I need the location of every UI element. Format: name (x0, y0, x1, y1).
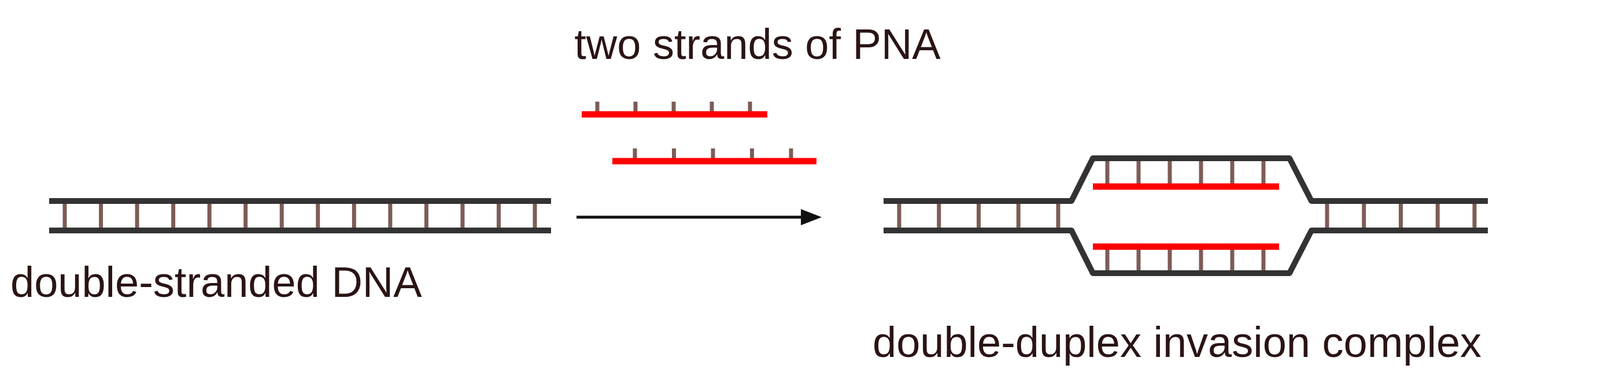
label: double-stranded DNA (10, 261, 423, 305)
dna-strand (883, 230, 1488, 274)
base-pair (1199, 160, 1204, 184)
arrow-shaft (576, 216, 807, 220)
base-pair (533, 203, 538, 229)
base-pair (135, 203, 140, 229)
pna-strand (1092, 244, 1280, 251)
base-pair (1261, 160, 1266, 184)
arrow-head (800, 209, 822, 226)
dna-strands (49, 158, 1488, 274)
base-pair (1168, 160, 1173, 184)
base-pair (63, 203, 68, 229)
dna-strand (49, 198, 552, 205)
base-pair (1230, 160, 1235, 184)
pna-strand (612, 158, 817, 165)
base-pair (352, 203, 357, 229)
dna-strand (49, 227, 552, 234)
base-pair (1136, 160, 1141, 184)
pna-strand (1092, 183, 1280, 191)
base-pair (460, 203, 465, 229)
base-pair (496, 203, 501, 229)
base-pair (1398, 203, 1403, 229)
label: two strands of PNA (574, 23, 941, 66)
reaction-arrow (576, 209, 822, 226)
pna-strands (581, 114, 1280, 247)
base-pair (1361, 203, 1366, 229)
base-pair (1261, 249, 1266, 272)
base-pair (279, 203, 284, 229)
base-pair (1472, 203, 1477, 229)
base-pair (1230, 249, 1235, 272)
base-pair (424, 203, 429, 229)
base-pair (388, 203, 393, 229)
base-pair (171, 203, 176, 229)
label: double-duplex invasion complex (872, 321, 1482, 365)
base-pair (243, 203, 248, 229)
base-pair (897, 203, 902, 229)
base-pair (315, 203, 320, 229)
base-pair (1199, 249, 1204, 272)
base-pair (207, 203, 212, 229)
base-pairs (64, 101, 1475, 272)
base-pair (1105, 160, 1110, 184)
base-pair (936, 203, 941, 229)
base-pair (98, 203, 103, 229)
base-pair (1435, 203, 1440, 229)
base-pair (1168, 249, 1173, 272)
base-pair (976, 203, 981, 229)
base-pair (1056, 203, 1061, 229)
base-pair (1325, 203, 1330, 229)
pna-strand (581, 111, 768, 118)
base-pair (1136, 249, 1141, 272)
dna-strand (883, 158, 1488, 202)
base-pair (1105, 249, 1110, 272)
base-pair (1016, 203, 1021, 229)
